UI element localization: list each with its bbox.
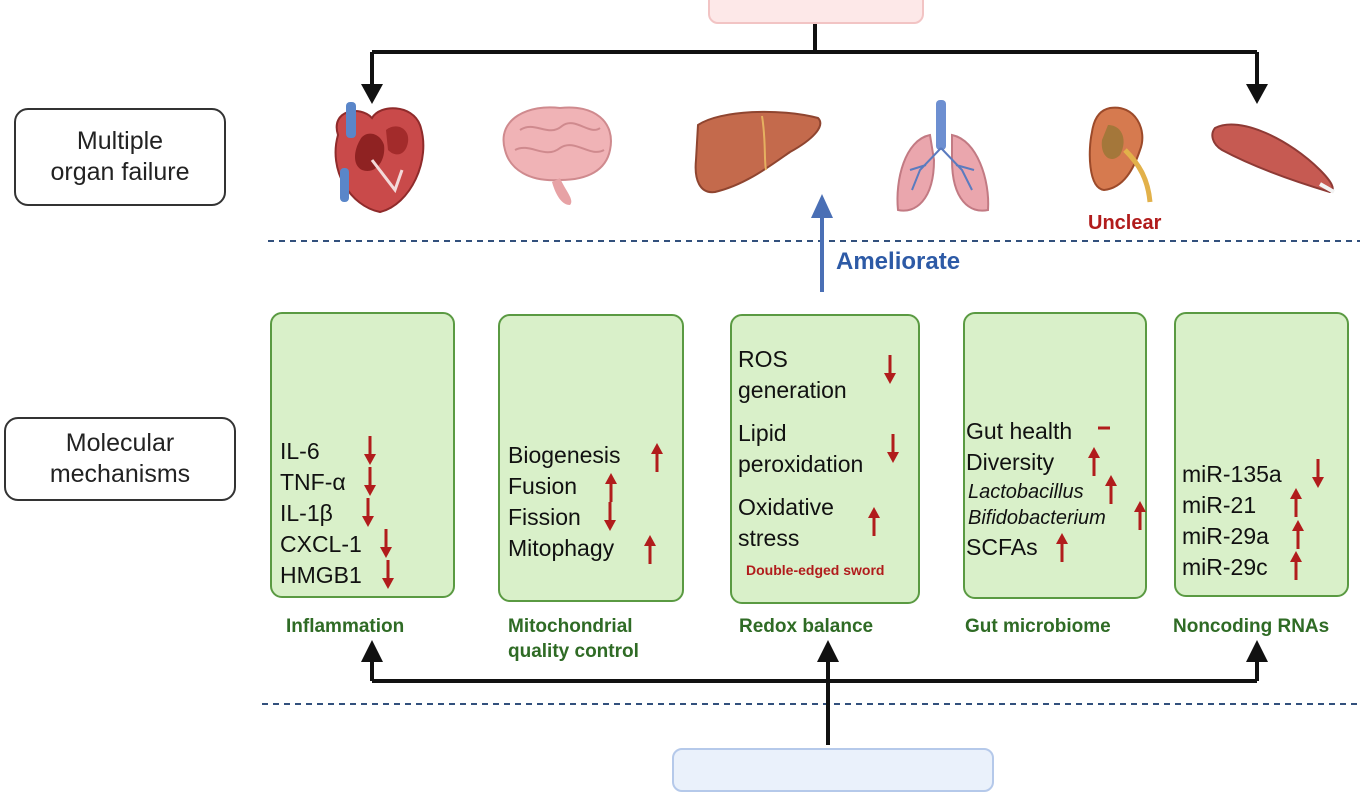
- list-item: Oxidative: [738, 494, 834, 520]
- list-item: miR-29c: [1182, 554, 1268, 580]
- list-item: Mitophagy: [508, 535, 615, 561]
- ameliorate-arrowhead: [811, 194, 833, 218]
- gut-title: Gut microbiome: [965, 616, 1111, 637]
- list-item: TNF-α: [280, 469, 346, 495]
- list-item: Diversity: [966, 449, 1055, 475]
- list-item: Biogenesis: [508, 442, 621, 468]
- redox-title: Redox balance: [739, 616, 874, 637]
- arrow-muscle: [1246, 84, 1268, 104]
- arrow-redox: [817, 640, 839, 662]
- lungs-icon: [896, 100, 990, 212]
- list-item: Fission: [508, 504, 581, 530]
- noncoding-box: [1174, 312, 1349, 597]
- arrow-noncoding: [1246, 640, 1268, 662]
- list-item: SCFAs: [966, 534, 1038, 560]
- list-item: Lipid: [738, 420, 787, 446]
- mitochondrial-box: [498, 314, 684, 602]
- top-connector: [370, 18, 1259, 86]
- list-item: Bifidobacterium: [968, 507, 1106, 529]
- gut-box: [963, 312, 1147, 599]
- list-item: Fusion: [508, 473, 578, 499]
- kidney-icon: [1088, 106, 1153, 203]
- heart-icon: [334, 102, 425, 214]
- inflammation-box: [270, 312, 455, 598]
- molecular-mechanisms-label: Molecular mechanisms: [4, 417, 236, 501]
- muscle-icon: [1211, 123, 1335, 194]
- bottom-header-box: [672, 748, 994, 792]
- list-item: miR-21: [1182, 492, 1257, 518]
- ameliorate-label: Ameliorate: [836, 248, 961, 275]
- double-edged-note: Double-edged sword: [746, 562, 885, 578]
- list-item: peroxidation: [738, 451, 864, 477]
- list-item: stress: [738, 525, 800, 551]
- organ-failure-label: Multiple organ failure: [14, 108, 226, 206]
- list-item: IL-1β: [280, 500, 333, 526]
- list-item: ROS: [738, 346, 788, 372]
- unclear-label: Unclear: [1088, 212, 1162, 234]
- bottom-connector: [370, 660, 1259, 745]
- list-item: miR-29a: [1182, 523, 1269, 549]
- list-item: generation: [738, 377, 847, 403]
- liver-icon: [694, 110, 822, 194]
- arrow-inflammation: [361, 640, 383, 662]
- top-header-box: [708, 0, 924, 24]
- list-item: CXCL-1: [280, 531, 362, 557]
- arrow-heart: [361, 84, 383, 104]
- noncoding-title: Noncoding RNAs: [1173, 616, 1330, 637]
- inflammation-title: Inflammation: [286, 616, 405, 637]
- mitochondrial-title: Mitochondrial quality control: [508, 616, 639, 662]
- brain-icon: [502, 106, 612, 205]
- list-item: Lactobacillus: [968, 481, 1084, 503]
- list-item: HMGB1: [280, 562, 362, 588]
- list-item: IL-6: [280, 438, 320, 464]
- list-item: Gut health: [966, 418, 1073, 444]
- list-item: miR-135a: [1182, 461, 1282, 487]
